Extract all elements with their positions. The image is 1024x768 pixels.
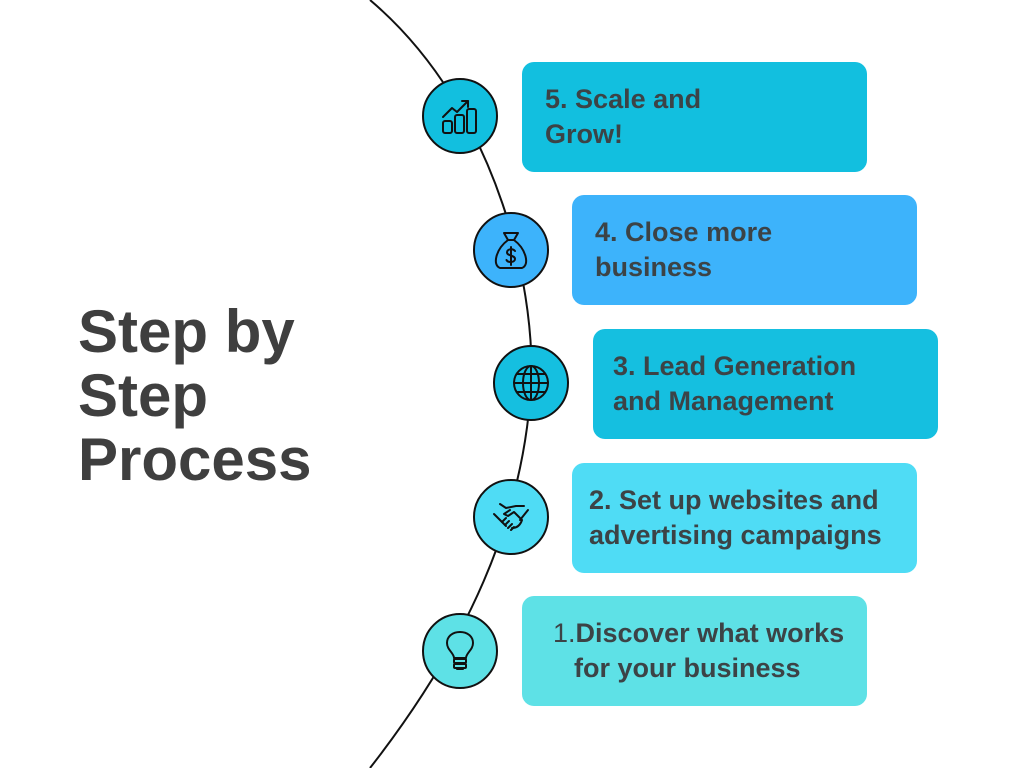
step-5-line2: Grow! [545,119,623,149]
money-bag-icon [494,232,528,269]
step-4-line2: business [595,252,713,282]
step-1-line2: for your business [574,653,801,683]
step-1-card: 1.Discover what works for your business [522,596,867,706]
step-5-card: 5. Scale and Grow! [522,62,867,172]
chart-growth-icon [442,100,477,134]
title-line-3: Process [78,426,312,493]
step-2-node [473,479,549,555]
step-2-line2: advertising campaigns [589,520,882,550]
step-1-number: 1. [553,618,576,648]
handshake-icon [493,503,529,531]
globe-icon [513,365,549,401]
step-3-line1: Lead Generation [643,351,857,381]
step-1-node [422,613,498,689]
step-4-line1: Close more [625,217,773,247]
step-5-line1: Scale and [575,84,702,114]
step-4-number: 4. [595,217,618,247]
title-line-1: Step by [78,298,295,365]
step-1-line1: Discover what works [575,618,845,648]
step-3-line2: and Management [613,386,834,416]
step-2-line1: Set up websites and [611,485,879,515]
step-4-card: 4. Close more business [572,195,917,305]
step-4-node [473,212,549,288]
lightbulb-icon [446,631,474,670]
step-5-number: 5. [545,84,568,114]
step-3-number: 3. [613,351,636,381]
step-2-card: 2. Set up websites and advertising campa… [572,463,917,573]
step-5-node [422,78,498,154]
title-line-2: Step [78,362,209,429]
step-3-node [493,345,569,421]
page-title: Step by Step Process [78,300,378,492]
step-2-number: 2. [589,485,612,515]
step-3-card: 3. Lead Generation and Management [593,329,938,439]
